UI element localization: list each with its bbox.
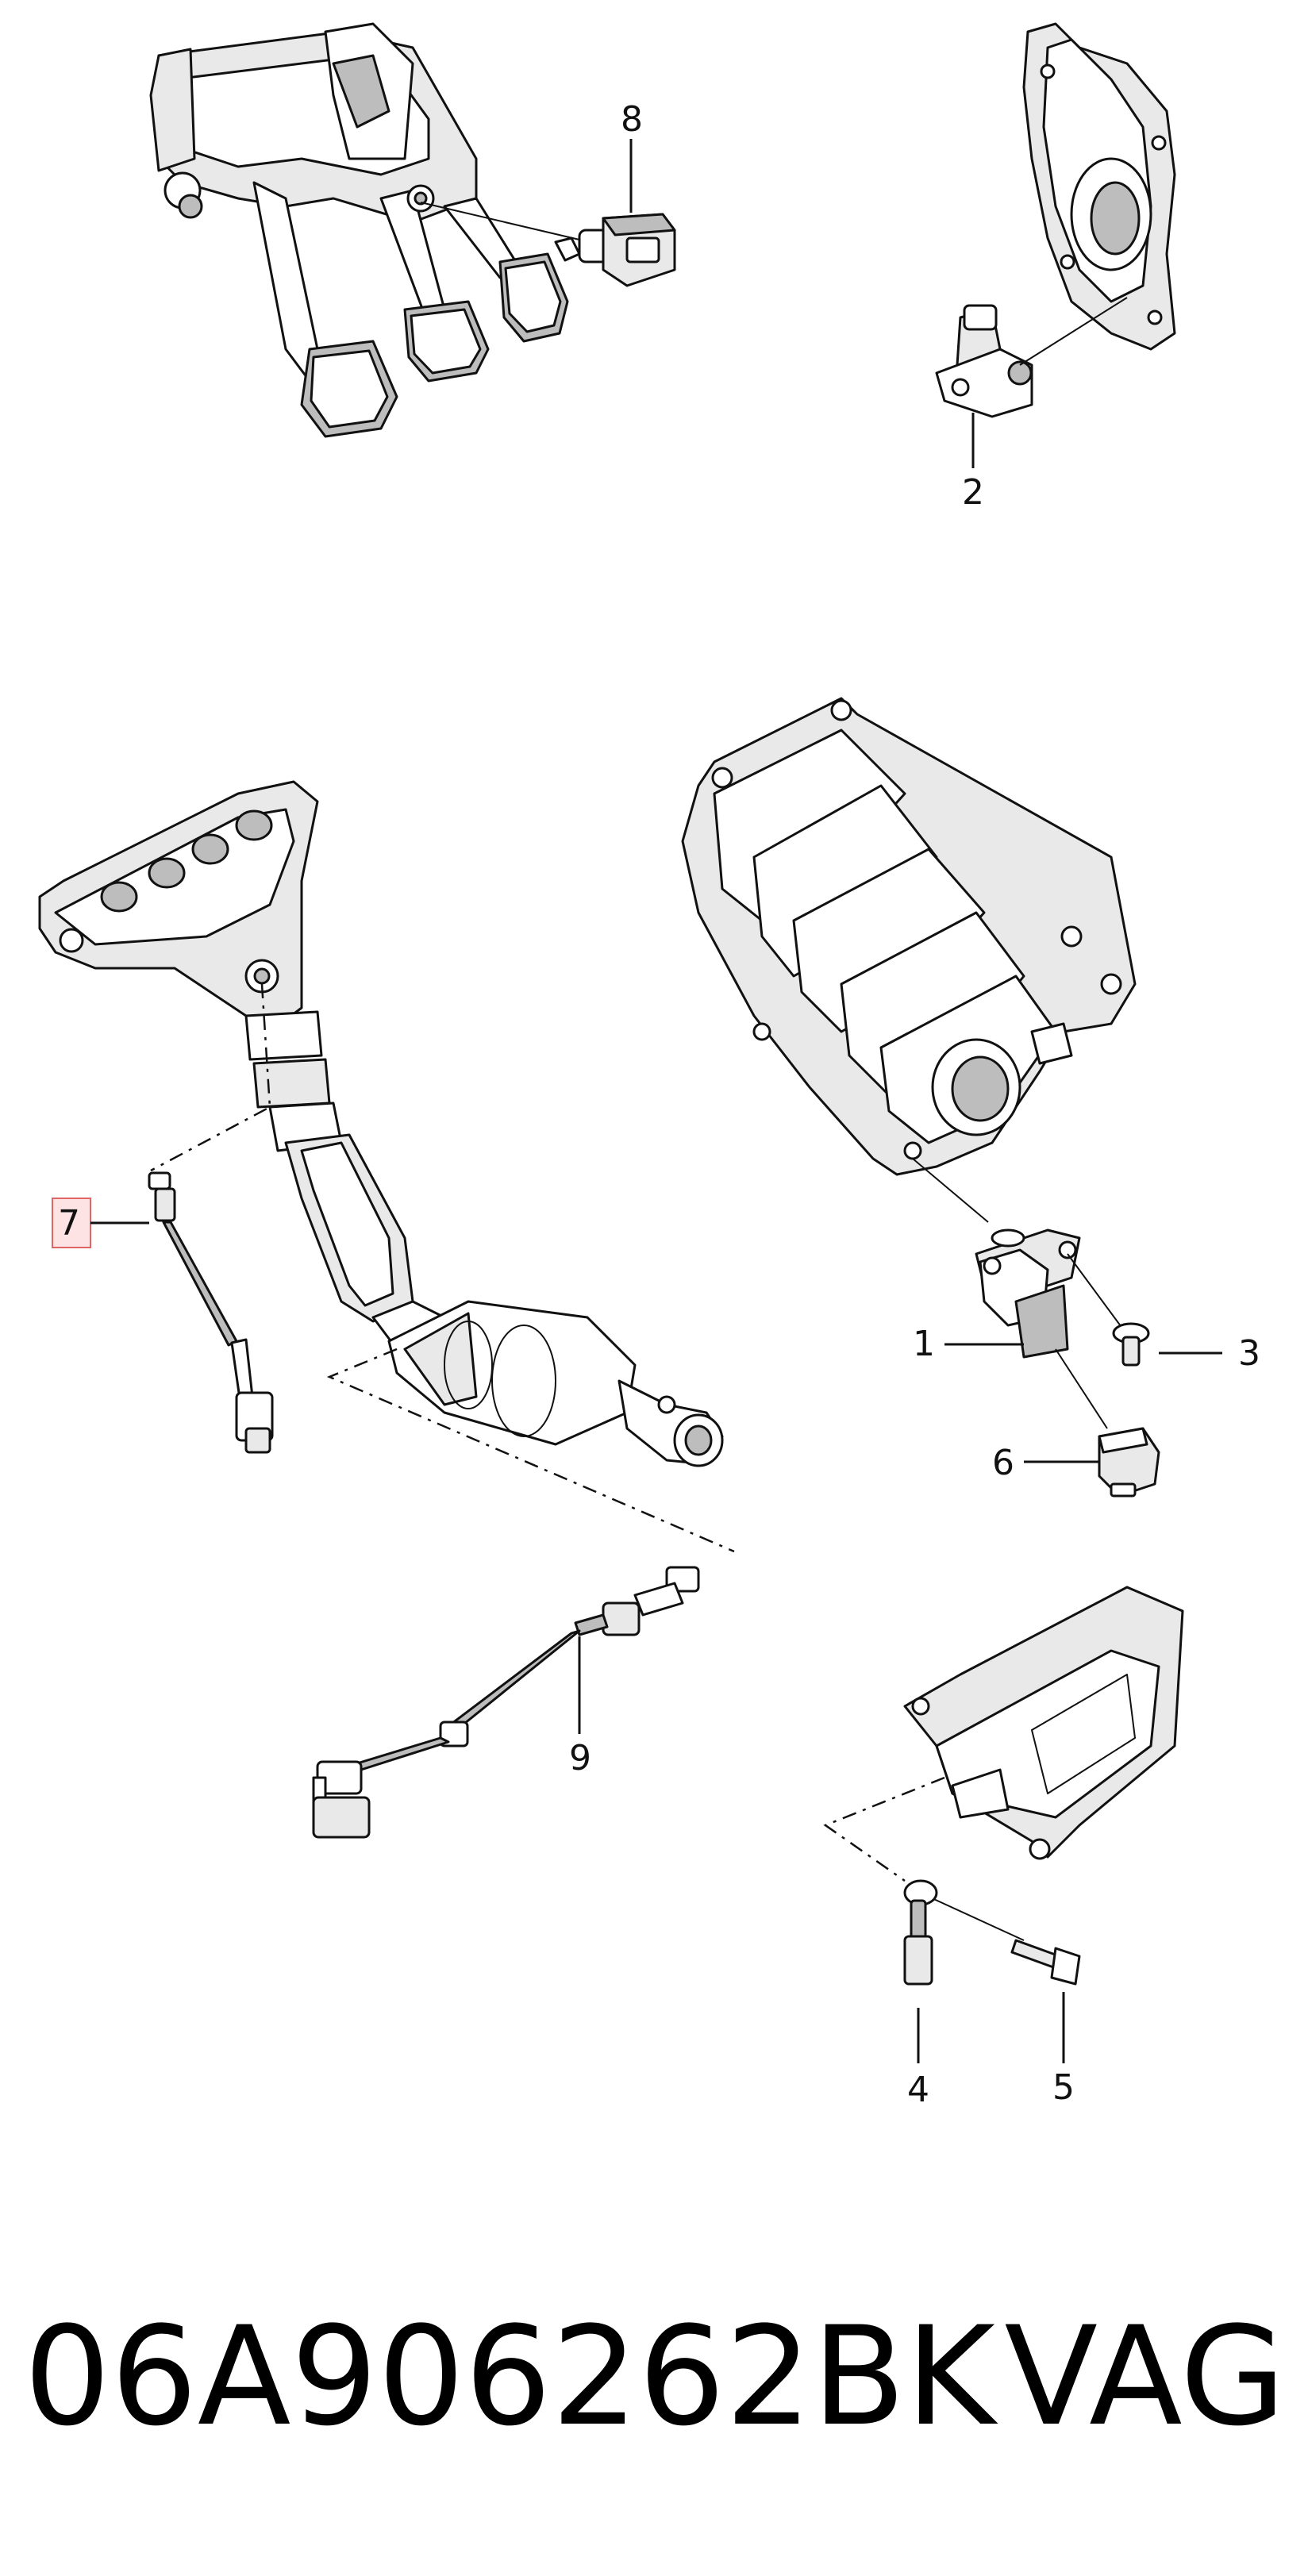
part-6-grommet [1098, 1427, 1160, 1498]
leader-8-to-pedals [420, 202, 580, 240]
part-4-sensor [903, 1879, 938, 1986]
part-3-screw [1112, 1322, 1150, 1367]
mount-bracket [903, 1586, 1184, 1860]
callout-8: 8 [621, 99, 643, 140]
dash-bracket-to-4 [823, 1776, 945, 1882]
catalytic-converter [284, 1133, 724, 1467]
leader-manifold-to-1 [912, 1158, 989, 1223]
part-2-sensor [935, 304, 1033, 418]
pedal-assembly [149, 22, 569, 438]
callout-7: 7 [58, 1203, 80, 1244]
callout-7-highlight [52, 1198, 91, 1248]
callout-3: 3 [1238, 1333, 1260, 1374]
part-5-bolt [1010, 1939, 1081, 1986]
leader-1-to-3 [1067, 1253, 1124, 1330]
dash-cat-to-9 [326, 1348, 735, 1553]
part-number: 06A906262BK [24, 2297, 995, 2456]
part-9-lambda-probe [312, 1566, 700, 1839]
callout-9: 9 [569, 1738, 591, 1778]
callout-6: 6 [992, 1443, 1014, 1483]
part-8-pedal-switch [554, 213, 676, 287]
callout-4: 4 [907, 2070, 929, 2110]
intake-manifold [681, 697, 1137, 1176]
part-7-lambda-probe [148, 1171, 274, 1454]
part-1-sensor [975, 1228, 1081, 1359]
callout-2: 2 [962, 472, 984, 513]
timing-cover [1022, 22, 1176, 351]
callout-5: 5 [1052, 2067, 1075, 2108]
exhaust-manifold [38, 780, 343, 1152]
leader-4-to-5 [928, 1896, 1025, 1941]
part-number-footer: 06A906262BK VAG [24, 2297, 1286, 2456]
leader-1-to-6 [1055, 1348, 1108, 1429]
callout-1: 1 [913, 1324, 935, 1364]
brand-name: VAG [1004, 2297, 1286, 2456]
dash-manifold-to-7 [150, 983, 271, 1172]
leader-2-to-cover [1019, 297, 1128, 366]
